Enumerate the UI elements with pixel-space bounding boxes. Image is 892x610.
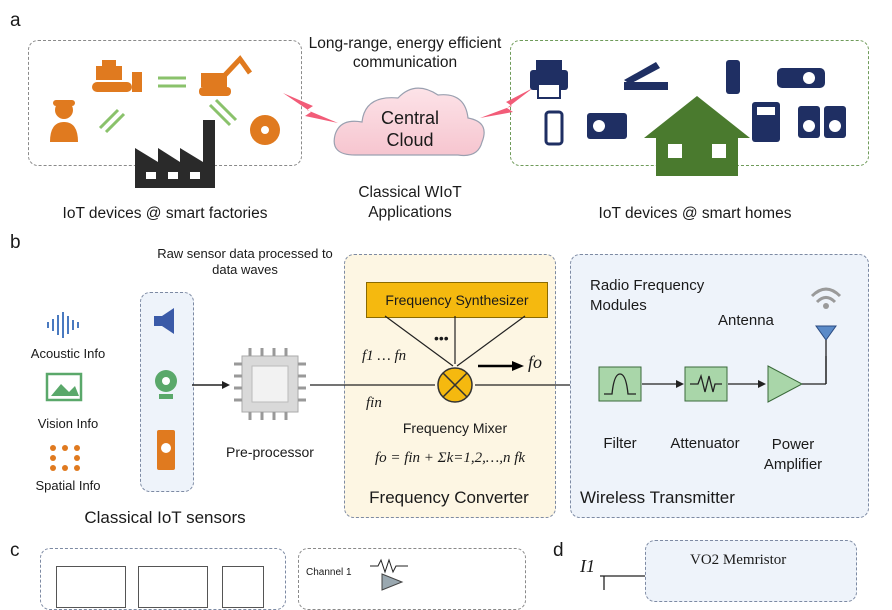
raw-sensor-text: Raw sensor data processed to data waves: [157, 246, 333, 277]
fin-label: fin: [366, 395, 382, 411]
chip-icon: [234, 348, 306, 420]
panel-b-label: b: [10, 232, 21, 253]
synth-lines: [384, 315, 526, 367]
worker-icon: [50, 100, 78, 142]
antenna-label: Antenna: [718, 312, 774, 329]
webcam-icon: [155, 370, 177, 399]
bulldozer-icon: [92, 60, 142, 92]
panel-d-label: d: [553, 540, 564, 561]
vision-icon: [45, 372, 83, 402]
freq-synth-box: Frequency Synthesizer: [366, 282, 548, 318]
freq-synth-label: Frequency Synthesizer: [385, 292, 529, 308]
panel-a-label: a: [10, 10, 21, 31]
excavator-icon: [199, 55, 253, 96]
i1-label: I1: [580, 556, 595, 576]
channel-label: Channel 1: [306, 567, 352, 578]
arrow-sensor-to-pre: [192, 381, 230, 389]
spatial-icon: [50, 445, 80, 471]
acoustic-icon: [47, 312, 79, 338]
mixer-icon: [437, 367, 473, 403]
cloud-label: Central Cloud: [380, 108, 440, 150]
remote-icon: [726, 60, 740, 94]
sensor-device-icon: [157, 430, 175, 470]
lightning-left-icon: [283, 93, 338, 123]
speakers-icon: [798, 106, 846, 138]
vision-label: Vision Info: [37, 416, 99, 431]
center-caption: Classical WIoT Applications: [358, 184, 462, 221]
transmitter-caption: Wireless Transmitter: [580, 488, 735, 507]
calculator-icon: [752, 102, 780, 142]
dots-label: •••: [434, 330, 449, 346]
power-amp-label: Power Amplifier: [763, 436, 823, 473]
panel-c-block-3: [222, 566, 264, 608]
phone-icon: [544, 110, 564, 146]
cloud-icon: [333, 87, 485, 157]
link-dashes-icon: [98, 76, 238, 134]
attenuator-label: Attenuator: [670, 435, 740, 452]
signal-line: [310, 381, 600, 389]
memristor-label: VO2 Memristor: [690, 552, 787, 568]
fo-label: fo: [528, 352, 543, 372]
preprocessor-label: Pre-processor: [226, 444, 314, 460]
sensors-caption: Classical IoT sensors: [84, 508, 246, 527]
amplifier-icon: [767, 365, 804, 403]
speaker-icon: [154, 308, 174, 334]
lightning-right-icon: [480, 88, 533, 118]
antenna-icon: [810, 287, 842, 384]
panel-c-block-1: [56, 566, 126, 608]
f1fn-label: f1 … fn: [362, 348, 407, 364]
radio-icon: [587, 113, 627, 139]
attenuator-icon: [684, 366, 728, 402]
acoustic-label: Acoustic Info: [30, 346, 106, 361]
filter-icon: [598, 366, 642, 402]
factories-caption: IoT devices @ smart factories: [62, 205, 268, 222]
printer-icon: [530, 60, 568, 99]
converter-caption: Frequency Converter: [369, 488, 529, 507]
filter-label: Filter: [603, 435, 637, 452]
saw-blade-icon: [250, 115, 280, 145]
fo-arrow: [478, 361, 524, 371]
panel-c-label: c: [10, 540, 20, 561]
projector-icon: [777, 68, 825, 88]
homes-caption: IoT devices @ smart homes: [598, 205, 792, 222]
panel-c-block-2: [138, 566, 208, 608]
memristor-box: [645, 540, 857, 602]
communication-text: Long-range, energy efficient communicati…: [308, 35, 502, 71]
mixer-label: Frequency Mixer: [402, 420, 508, 436]
formula-label: fo = fin + Σk=1,2,…,n fk: [374, 450, 526, 466]
tx-connections: [642, 356, 827, 388]
scanner-icon: [624, 62, 668, 90]
house-icon: [644, 96, 750, 176]
factory-icon: [135, 120, 215, 188]
rf-modules-label: Radio Frequency Modules: [590, 277, 705, 314]
spatial-label: Spatial Info: [35, 478, 101, 493]
